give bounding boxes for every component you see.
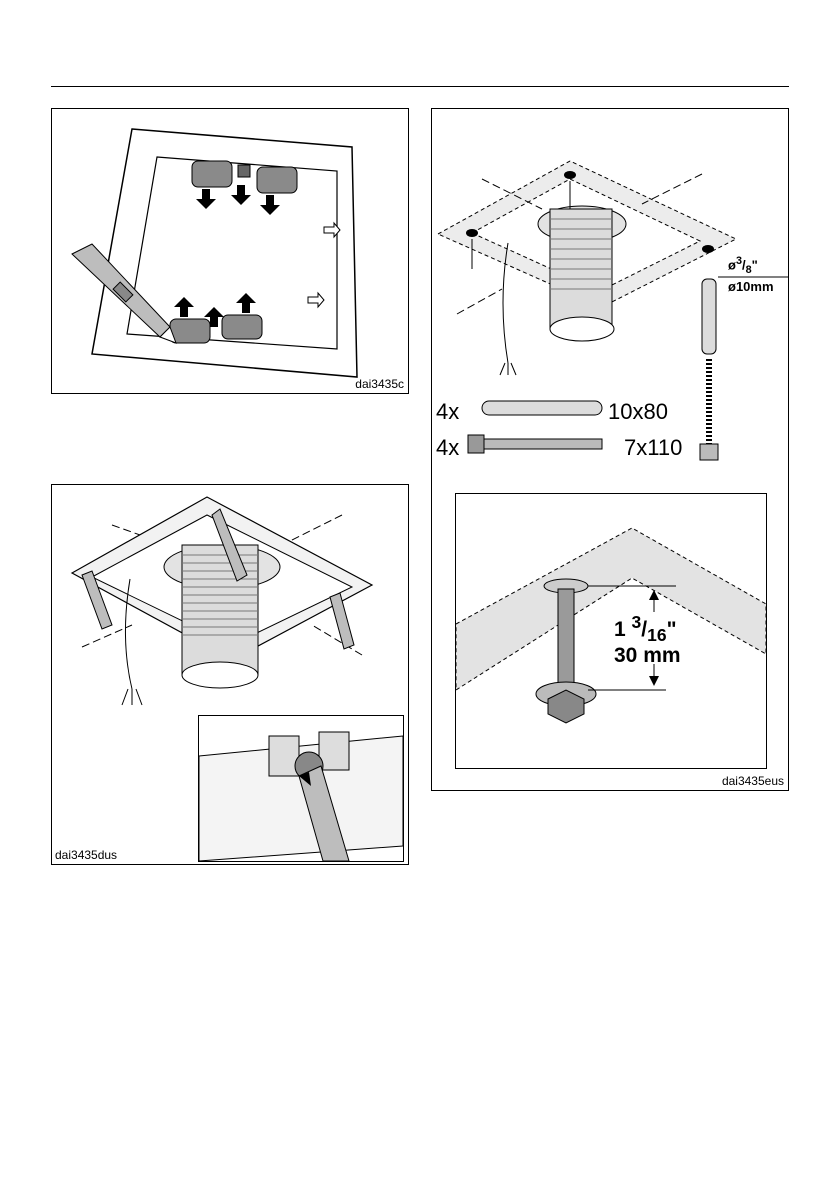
gap-inch-whole: 1 bbox=[614, 618, 626, 641]
gap-inch-mark: " bbox=[667, 618, 677, 641]
screw-gap-detail: 1 3/16" 30 mm bbox=[455, 493, 767, 769]
figure-code: dai3435c bbox=[355, 377, 404, 391]
header-rule bbox=[51, 86, 789, 87]
marking-detail-illustration bbox=[199, 716, 403, 861]
inch-mark: " bbox=[752, 257, 758, 272]
anchor-size: 10x80 bbox=[608, 399, 668, 425]
figure-drilling-fixings: ø3/8" ø10mm 4x 10x80 4x 7x110 1 3/16" 30… bbox=[431, 108, 789, 791]
detail-inset bbox=[198, 715, 404, 862]
figure-code: dai3435eus bbox=[722, 774, 784, 788]
gap-inch: 1 3/16" bbox=[614, 612, 677, 646]
diameter-symbol: ø bbox=[728, 257, 736, 272]
anchor-quantity: 4x bbox=[436, 399, 459, 425]
screw-quantity: 4x bbox=[436, 435, 459, 461]
gap-mm: 30 mm bbox=[614, 644, 681, 668]
figure-code: dai3435dus bbox=[55, 848, 117, 862]
diameter-numerator: 3 bbox=[736, 255, 742, 267]
screw-size: 7x110 bbox=[624, 435, 682, 461]
hole-diameter-inch: ø3/8" bbox=[728, 255, 758, 276]
hole-diameter-mm: ø10mm bbox=[728, 279, 774, 294]
gap-inch-numerator: 3 bbox=[632, 612, 642, 632]
frame-illustration bbox=[52, 109, 408, 393]
gap-inch-denominator: 16 bbox=[647, 625, 666, 645]
figure-frame-knockouts: dai3435c bbox=[51, 108, 409, 394]
screw-gap-illustration bbox=[456, 494, 766, 768]
figure-frame-marking: dai3435dus bbox=[51, 484, 409, 865]
